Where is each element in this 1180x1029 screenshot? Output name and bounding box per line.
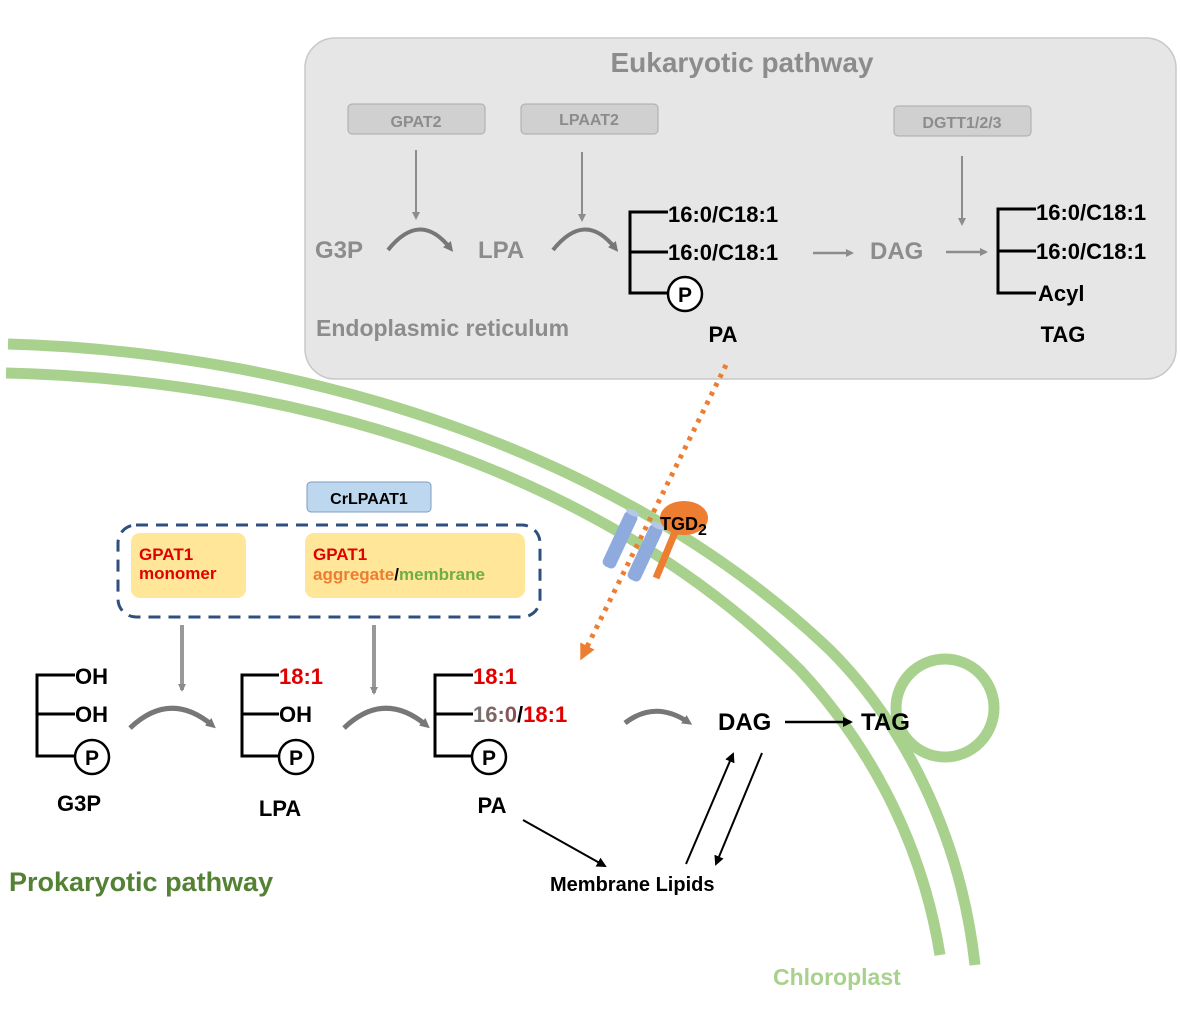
prok-dag: DAG <box>718 709 771 736</box>
membrane-loop <box>890 653 1000 763</box>
prok-g3p-structure: OH OH P G3P <box>35 664 111 816</box>
er-tag-label: TAG <box>1041 322 1086 347</box>
membrane-lipids-label: Membrane Lipids <box>550 874 714 896</box>
svg-text:aggregate/membrane: aggregate/membrane <box>313 565 485 584</box>
svg-text:LPAAT2: LPAAT2 <box>559 112 619 129</box>
outer-membrane <box>7 338 981 966</box>
svg-text:monomer: monomer <box>139 564 217 583</box>
er-enzyme-lpaat2: LPAAT2 <box>520 103 659 135</box>
svg-text:DGTT1/2/3: DGTT1/2/3 <box>922 115 1001 132</box>
er-lpa: LPA <box>478 237 524 264</box>
svg-text:Acyl: Acyl <box>1038 281 1084 306</box>
eukaryotic-title: Eukaryotic pathway <box>611 47 874 78</box>
chloroplast-envelope <box>5 338 1000 966</box>
svg-text:LPA: LPA <box>259 796 301 821</box>
svg-text:18:1: 18:1 <box>279 664 323 689</box>
er-pa-structure: 16:0/C18:1 16:0/C18:1 P PA <box>628 202 778 347</box>
er-reaction-arc-2 <box>551 227 619 252</box>
gpat1-aggregate-box: GPAT1 aggregate/membrane <box>305 533 525 598</box>
crlpaat1-box: CrLPAAT1 <box>306 481 432 513</box>
prok-reaction-arc-1 <box>128 705 216 730</box>
svg-text:16:0/C18:1: 16:0/C18:1 <box>1036 200 1146 225</box>
svg-text:P: P <box>289 747 303 770</box>
svg-text:16:0/C18:1: 16:0/C18:1 <box>668 240 778 265</box>
svg-text:OH: OH <box>75 702 108 727</box>
er-enzyme-gpat2: GPAT2 <box>347 103 486 135</box>
er-reaction-arc-1 <box>386 227 454 252</box>
er-dag: DAG <box>870 238 923 265</box>
svg-text:16:0/18:1: 16:0/18:1 <box>473 702 567 727</box>
arrow-pa-to-membrane-lipids <box>522 819 607 867</box>
svg-text:OH: OH <box>279 702 312 727</box>
prok-reaction-arc-2 <box>342 705 430 730</box>
er-tag-structure: 16:0/C18:1 16:0/C18:1 Acyl TAG <box>996 200 1146 347</box>
tgd2-label: TGD2 <box>660 514 707 539</box>
svg-text:OH: OH <box>75 664 108 689</box>
er-enzyme-dgtt: DGTT1/2/3 <box>893 105 1032 137</box>
arrow-dag-to-membrane-lipids <box>714 752 763 866</box>
tgd-transporter: TGD2 <box>602 501 708 582</box>
prok-lpa-structure: 18:1 OH P LPA <box>240 664 323 821</box>
svg-text:GPAT2: GPAT2 <box>391 114 442 131</box>
prok-reaction-arc-3 <box>623 708 693 726</box>
prokaryotic-title: Prokaryotic pathway <box>9 867 273 897</box>
svg-text:CrLPAAT1: CrLPAAT1 <box>330 491 408 508</box>
svg-text:GPAT1: GPAT1 <box>313 545 367 564</box>
svg-text:G3P: G3P <box>57 791 101 816</box>
svg-text:18:1: 18:1 <box>473 664 517 689</box>
svg-text:16:0/C18:1: 16:0/C18:1 <box>1036 239 1146 264</box>
svg-text:P: P <box>482 747 496 770</box>
prok-pa-structure: 18:1 16:0/18:1 P PA <box>433 664 567 818</box>
svg-text:GPAT1: GPAT1 <box>139 545 193 564</box>
pa-transport-arrow <box>580 363 729 661</box>
inner-membrane <box>5 367 946 956</box>
er-g3p: G3P <box>315 237 363 264</box>
svg-text:P: P <box>678 284 692 307</box>
arrow-membrane-lipids-to-dag <box>685 752 735 865</box>
svg-text:P: P <box>85 747 99 770</box>
svg-text:16:0/C18:1: 16:0/C18:1 <box>668 202 778 227</box>
er-location-label: Endoplasmic reticulum <box>316 315 569 341</box>
prok-tag: TAG <box>861 709 910 736</box>
gpat1-monomer-box: GPAT1 monomer <box>131 533 246 598</box>
gpat1-group <box>116 523 542 619</box>
er-pa-label: PA <box>709 322 738 347</box>
chloroplast-label: Chloroplast <box>773 964 901 990</box>
svg-text:PA: PA <box>478 793 507 818</box>
